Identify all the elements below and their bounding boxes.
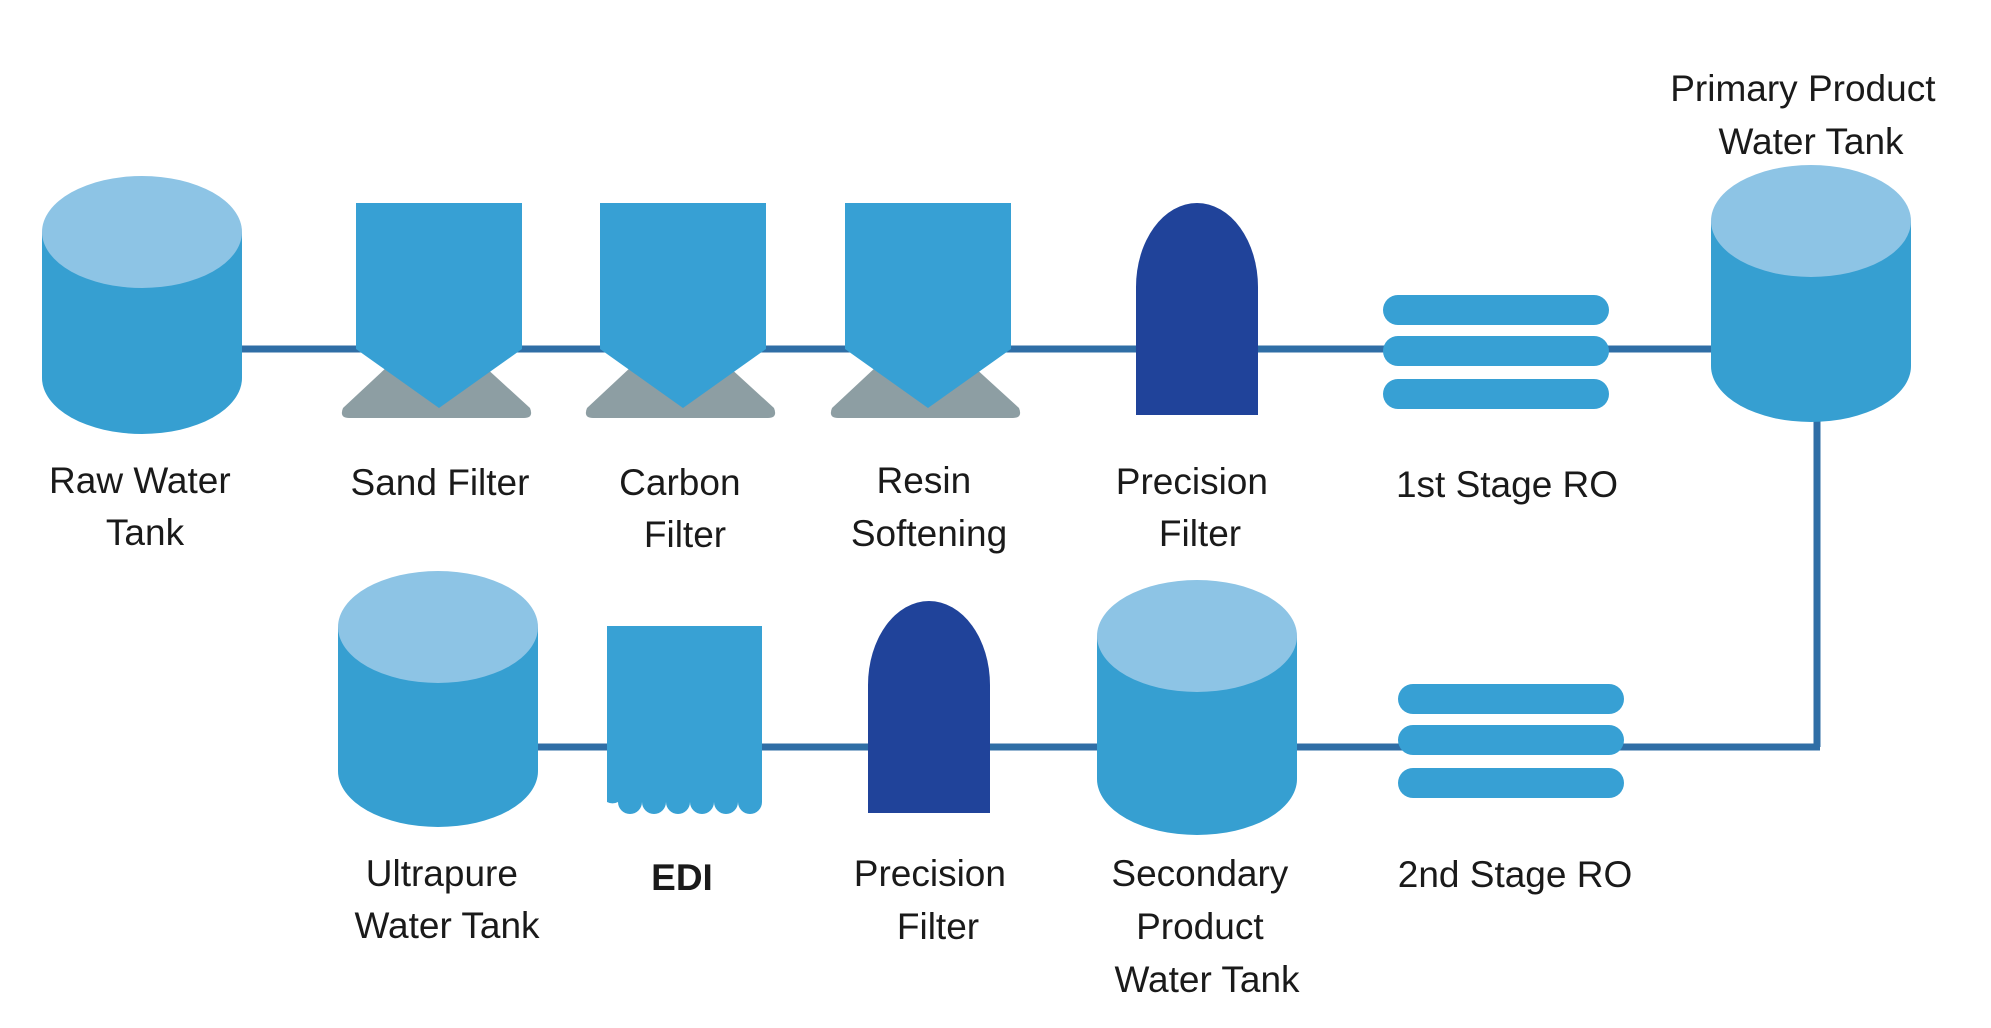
carbon-filter-label: Carbon Filter — [619, 462, 751, 555]
secondary-product-water-tank-icon — [1097, 580, 1297, 835]
precision-filter-top-icon — [1136, 203, 1258, 415]
ro-2nd-stage-icon — [1398, 684, 1624, 798]
resin-softening-icon — [830, 203, 1021, 418]
edi-module-icon — [607, 626, 762, 814]
sand-filter-icon — [341, 203, 532, 418]
ultrapure-water-tank-label: Ultrapure Water Tank — [354, 853, 540, 946]
precision-filter-bottom-label: Precision Filter — [854, 853, 1016, 947]
sand-filter-label: Sand Filter — [351, 462, 530, 503]
precision-filter-bottom-icon — [868, 601, 990, 813]
primary-product-water-tank-label: Primary Product Water Tank — [1670, 68, 1946, 162]
ultrapure-water-tank-icon — [338, 571, 538, 827]
raw-water-tank-label: Raw Water Tank — [49, 460, 241, 553]
primary-product-water-tank-icon — [1711, 165, 1911, 422]
resin-softening-label: Resin Softening — [851, 460, 1007, 554]
edi-label: EDI — [651, 857, 713, 898]
secondary-product-water-tank-label: Secondary Product Water Tank — [1111, 853, 1300, 1000]
ro-1st-stage-label: 1st Stage RO — [1396, 464, 1618, 505]
ro-1st-stage-icon — [1383, 295, 1609, 409]
ro-2nd-stage-label: 2nd Stage RO — [1398, 854, 1632, 895]
raw-water-tank-icon — [42, 176, 242, 434]
precision-filter-top-label: Precision Filter — [1116, 461, 1278, 554]
carbon-filter-icon — [585, 203, 776, 418]
